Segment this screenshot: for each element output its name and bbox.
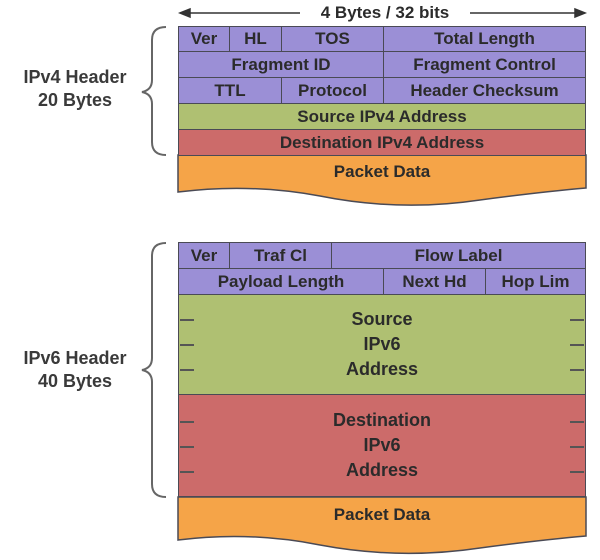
ipv6-source-line-3: Address [345, 359, 419, 379]
ipv4-header-label: IPv4 Header 20 Bytes [0, 66, 150, 112]
ipv6-flow-label-field: Flow Label [331, 242, 586, 269]
width-arrow [177, 7, 588, 19]
ipv6-destination-line-3: Address [345, 460, 419, 480]
ipv4-brace [141, 26, 167, 156]
ipv6-packet-data-shape [177, 496, 587, 555]
ipv6-traffic-class-field: Traf Cl [229, 242, 332, 269]
ipv6-destination-line-1: Destination [332, 410, 431, 430]
ipv4-packet-data-shape [177, 154, 587, 206]
ipv4-protocol-field: Protocol [281, 77, 384, 104]
ipv4-total-length-field: Total Length [383, 26, 586, 52]
word-tick [570, 369, 584, 371]
ipv4-packet-data-label: Packet Data [333, 162, 431, 181]
ipv6-header-title: IPv6 Header [23, 348, 127, 368]
word-tick [570, 446, 584, 448]
ipv4-ttl-field: TTL [178, 77, 282, 104]
ipv6-next-header-field: Next Hd [383, 268, 486, 295]
ipv6-hop-limit-field: Hop Lim [485, 268, 586, 295]
ipv6-source-line-2: IPv6 [363, 334, 401, 354]
word-tick [570, 471, 584, 473]
ipv4-hl-field: HL [229, 26, 282, 52]
ipv4-destination-address-field: Destination IPv4 Address [178, 129, 586, 156]
word-tick [570, 421, 584, 423]
ipv6-payload-length-field: Payload Length [178, 268, 384, 295]
ipv6-header-size: 40 Bytes [37, 371, 113, 391]
ipv6-source-address-field: Source IPv6 Address [178, 294, 586, 395]
width-label: 4 Bytes / 32 bits [320, 3, 450, 22]
word-tick [180, 319, 194, 321]
ipv4-source-address-field: Source IPv4 Address [178, 103, 586, 130]
ipv6-source-line-1: Source [351, 309, 413, 329]
ipv4-fragment-id-field: Fragment ID [178, 51, 384, 78]
ipv4-header-checksum-field: Header Checksum [383, 77, 586, 104]
ipv4-header-title: IPv4 Header [23, 67, 127, 87]
ipv6-brace [141, 242, 167, 498]
ipv4-tos-field: TOS [281, 26, 384, 52]
ipv4-fragment-control-field: Fragment Control [383, 51, 586, 78]
word-tick [180, 344, 194, 346]
word-tick [570, 319, 584, 321]
ipv6-destination-line-2: IPv6 [363, 435, 401, 455]
word-tick [180, 369, 194, 371]
ipv6-ver-field: Ver [178, 242, 230, 269]
word-tick [180, 446, 194, 448]
word-tick [180, 421, 194, 423]
ipv4-ver-field: Ver [178, 26, 230, 52]
ipv6-destination-address-field: Destination IPv6 Address [178, 394, 586, 497]
ipv4-header-size: 20 Bytes [37, 90, 113, 110]
ipv6-header-label: IPv6 Header 40 Bytes [0, 347, 150, 393]
word-tick [180, 471, 194, 473]
ipv6-packet-data-label: Packet Data [333, 505, 431, 524]
word-tick [570, 344, 584, 346]
